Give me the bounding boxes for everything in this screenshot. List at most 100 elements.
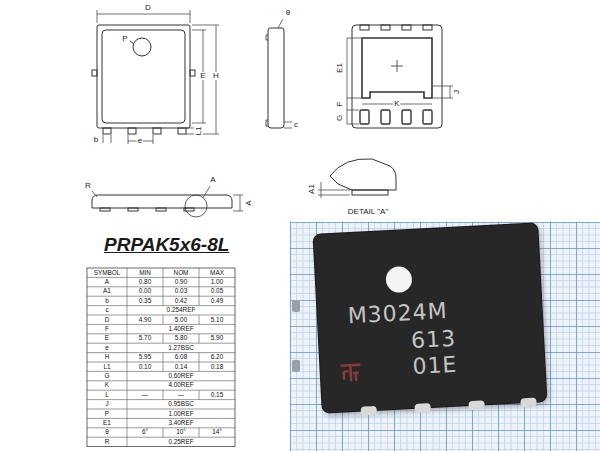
dimension-label: b [93, 136, 99, 144]
lead-pad [361, 406, 377, 416]
photo-grid [290, 222, 600, 451]
lead [103, 128, 111, 134]
table-cell: D [87, 317, 127, 323]
table-rule [87, 437, 235, 438]
dimension-line [284, 122, 292, 128]
bottom-pad [360, 110, 369, 124]
table-rule [127, 428, 128, 437]
table-cell: F [87, 326, 127, 332]
table-cell: 5.70 [127, 335, 163, 341]
table-cell: 6° [127, 429, 163, 435]
table-cell: MIN [127, 270, 163, 276]
lead-pad [520, 398, 536, 408]
side-pad [292, 300, 300, 312]
leader-line [203, 186, 210, 198]
table-cell: G [87, 373, 127, 379]
table-rule [199, 277, 200, 286]
side-lead [266, 35, 268, 126]
table-cell: 6.20 [199, 354, 235, 360]
table-cell: 0.00 [127, 288, 163, 294]
table-rule [163, 277, 164, 286]
table-rule [87, 333, 235, 334]
table-rule [87, 296, 235, 297]
table-cell: E1 [87, 420, 127, 426]
chip-body: M3024M61301E [313, 223, 546, 412]
table-rule [127, 390, 128, 399]
leader-line [92, 191, 97, 197]
table-rule [87, 352, 235, 353]
top-tab [360, 25, 369, 30]
table-cell: 0.49 [199, 298, 235, 304]
front-outline [92, 195, 232, 208]
table-rule [127, 306, 128, 315]
package-title: PRPAK5x6-8L [104, 234, 229, 256]
table-cell: MAX [199, 270, 235, 276]
dimension-label: D [144, 4, 152, 12]
dimension-label: L1 [195, 126, 203, 137]
table-cell: 5.95 [127, 354, 163, 360]
table-rule [163, 268, 164, 277]
table-rule [163, 362, 164, 371]
table-cell: E [87, 335, 127, 341]
table-rule [163, 390, 164, 399]
lead [156, 208, 166, 211]
bottom-outline [352, 25, 442, 128]
table-cell: 0.14 [163, 364, 199, 370]
table-cell: 5.90 [199, 335, 235, 341]
table-rule [87, 324, 235, 325]
dimension-line [186, 128, 194, 134]
table-cell: 6.08 [163, 354, 199, 360]
dimension-label: G [336, 114, 344, 122]
table-rule [163, 287, 164, 296]
top-tab [381, 25, 390, 30]
table-rule [127, 315, 128, 324]
photo-ground [290, 222, 600, 451]
detail-circle [185, 195, 207, 217]
bottom-pad [402, 110, 411, 124]
table-cell: 10° [163, 429, 199, 435]
table-cell: — [127, 392, 163, 398]
table-cell: 0.03 [163, 288, 199, 294]
table-rule [127, 343, 128, 352]
lead [128, 208, 138, 211]
dimension-line [347, 38, 361, 98]
dimension-label: A1 [308, 183, 316, 195]
table-cell: L1 [87, 364, 127, 370]
table-rule [87, 427, 235, 428]
side-tab [92, 70, 97, 76]
table-rule [87, 390, 235, 391]
dimension-label: DETAIL "A" [347, 208, 389, 216]
dimension-label: θ [285, 9, 291, 17]
table-rule [87, 277, 235, 278]
table-cell: 5.80 [163, 335, 199, 341]
table-cell: — [163, 392, 199, 398]
dimension-label: H [212, 72, 220, 80]
table-rule [199, 287, 200, 296]
dimension-line [192, 30, 206, 123]
table-rule [199, 268, 200, 277]
table-cell: 0.254REF [127, 307, 235, 313]
dimension-label: E1 [336, 62, 344, 74]
dimension-label: A [209, 176, 216, 184]
table-cell: 3.40REF [127, 420, 235, 426]
chip-marking: 613 [411, 328, 457, 352]
maker-logo [338, 361, 363, 386]
package-inner-outline [102, 30, 185, 123]
table-rule [127, 371, 128, 380]
table-rule [199, 315, 200, 324]
table-rule [199, 334, 200, 343]
table-rule [127, 277, 128, 286]
table-rule [127, 296, 128, 305]
table-cell: c [87, 307, 127, 313]
leader-line [278, 19, 283, 28]
dimension-line [347, 98, 359, 110]
dimension-label: c [293, 121, 299, 129]
lead [153, 128, 161, 134]
table-cell: L [87, 392, 127, 398]
lead [100, 208, 110, 211]
logo-mark [340, 365, 361, 382]
bottom-pad [381, 110, 390, 124]
table-rule [87, 380, 235, 381]
table-rule [127, 381, 128, 390]
leader-line [130, 41, 134, 44]
